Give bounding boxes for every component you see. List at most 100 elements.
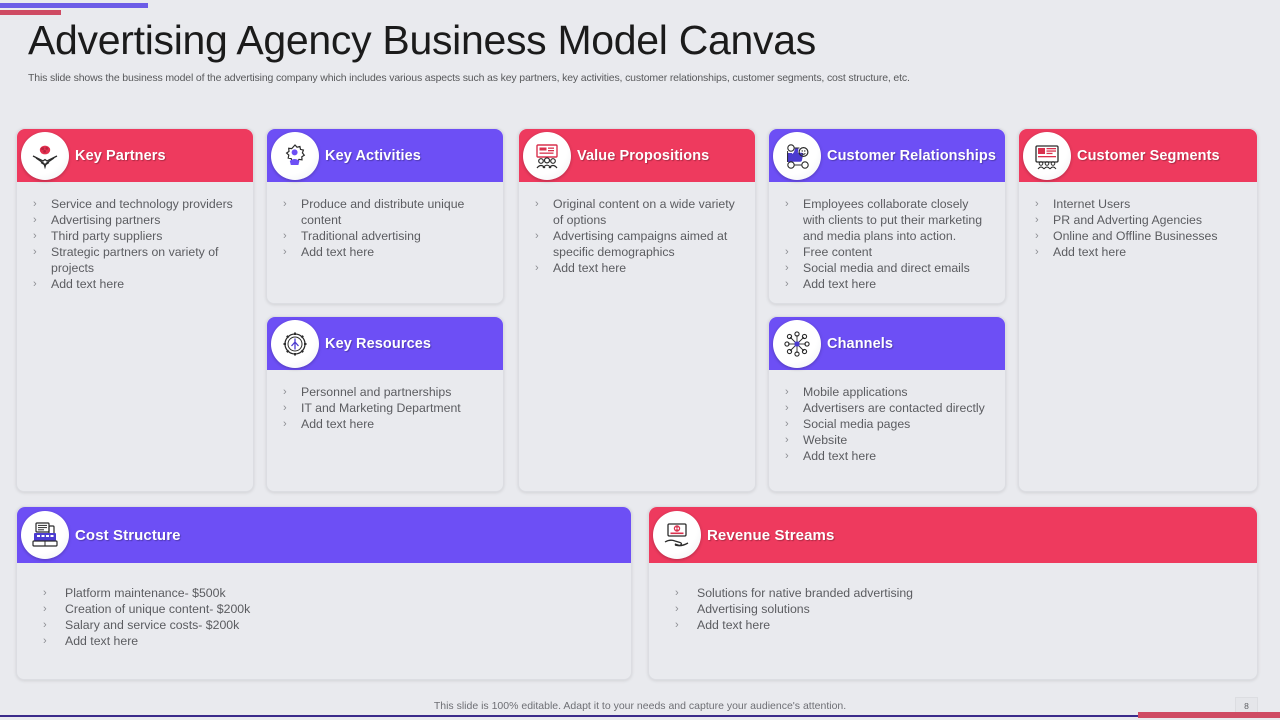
card-customer-segments[interactable]: Customer Segments ›Internet Users ›PR an… <box>1018 128 1258 492</box>
list-item-text: Advertising partners <box>51 213 161 227</box>
list-item: ›Add text here <box>535 260 743 276</box>
canvas-column-customer-segments: Customer Segments ›Internet Users ›PR an… <box>1018 128 1258 492</box>
header-accent-line-crimson <box>0 10 61 15</box>
card-body-revenue-streams: › Solutions for native branded advertisin… <box>649 563 1257 643</box>
list-item: › Add text here <box>33 276 241 292</box>
list-item: ›Add text here <box>785 448 993 464</box>
network-nodes-icon <box>773 319 821 368</box>
bullet-icon: › <box>33 214 37 226</box>
list-item-text: Strategic partners on variety of project… <box>51 245 219 275</box>
card-header-key-partners: Key Partners <box>17 129 253 182</box>
card-key-activities[interactable]: Key Activities › Produce and distribute u… <box>266 128 504 304</box>
bullet-icon: › <box>283 386 287 398</box>
card-revenue-streams[interactable]: Revenue Streams ›Solutions for native br… <box>648 506 1258 680</box>
thumbs-up-feedback-icon <box>773 131 821 180</box>
list-item-text: Employees collaborate closely with clien… <box>803 197 983 243</box>
handshake-partners-icon <box>21 131 69 180</box>
list-item-text: Add text here <box>1053 245 1127 259</box>
audience-group-icon <box>1023 131 1071 180</box>
bullet-list-cost-structure: ›Platform maintenance- $500k ›Creation o… <box>43 585 619 649</box>
list-item: ›Service and technology providers <box>33 196 241 212</box>
bullet-icon: › <box>33 230 37 242</box>
card-title-cost-structure: Cost Structure <box>75 526 181 544</box>
bullet-icon: › <box>785 434 789 446</box>
card-customer-relationships[interactable]: Customer Relationships ›Employees collab… <box>768 128 1006 304</box>
list-item: ›Employees collaborate closely with clie… <box>785 196 993 244</box>
bullet-icon: › <box>785 418 789 430</box>
list-item-text: Solutions for native branded advertising <box>697 586 914 600</box>
cash-register-icon <box>21 511 69 559</box>
presentation-audience-icon <box>523 131 571 180</box>
bullet-icon: › <box>535 198 539 210</box>
card-body-key-partners: ›Service and technology providers ›Adver… <box>17 182 253 302</box>
list-item-text: Add text here <box>301 417 375 431</box>
bullet-icon: › <box>535 230 539 242</box>
list-item-text: Social media and direct emails <box>803 261 970 275</box>
bullet-icon: › <box>33 278 37 290</box>
bullet-list-key-activities: › Produce and distribute unique content ›… <box>283 196 491 260</box>
card-key-partners[interactable]: Key Partners ›Service and technology pro… <box>16 128 254 492</box>
list-item-text: Traditional advertising <box>301 229 421 243</box>
card-title-key-partners: Key Partners <box>75 147 166 164</box>
gear-person-icon <box>271 131 319 180</box>
bullet-icon: › <box>1035 246 1039 258</box>
list-item-text: Website <box>803 433 848 447</box>
canvas-column-value-propositions: Value Propositions ›Original content on … <box>518 128 756 492</box>
header-accent-line-purple <box>0 3 148 8</box>
bullet-icon: › <box>283 230 287 242</box>
list-item-text: Mobile applications <box>803 385 908 399</box>
list-item-text: Produce and distribute unique content <box>301 197 465 227</box>
page-subtitle: This slide shows the business model of t… <box>28 72 910 84</box>
bullet-icon: › <box>43 603 47 615</box>
bullet-icon: › <box>1035 230 1039 242</box>
bullet-icon: › <box>283 402 287 414</box>
list-item-text: Advertising solutions <box>697 602 810 616</box>
bullet-list-value-propositions: ›Original content on a wide variety of o… <box>535 196 743 276</box>
list-item: ›Personnel and partnerships <box>283 384 491 400</box>
list-item: ›Advertisers are contacted directly <box>785 400 993 416</box>
list-item-text: Add text here <box>65 634 139 648</box>
list-item: ›Online and Offline Businesses <box>1035 228 1245 244</box>
card-key-resources[interactable]: Key Resources ›Personnel and partnership… <box>266 316 504 492</box>
bullet-list-channels: › Mobile applications ›Advertisers are co… <box>785 384 993 464</box>
bullet-icon: › <box>283 198 287 210</box>
canvas-column-key-activities: Key Activities › Produce and distribute u… <box>266 128 504 492</box>
canvas-column-key-partners: Key Partners ›Service and technology pro… <box>16 128 254 492</box>
card-body-cost-structure: ›Platform maintenance- $500k ›Creation o… <box>17 563 631 659</box>
card-header-customer-segments: Customer Segments <box>1019 129 1257 182</box>
list-item-text: Platform maintenance- $500k <box>65 586 226 600</box>
business-model-canvas-grid: Key Partners ›Service and technology pro… <box>16 128 1258 492</box>
list-item: ›Free content <box>785 244 993 260</box>
bullet-icon: › <box>785 450 789 462</box>
bullet-icon: › <box>675 603 679 615</box>
bullet-icon: › <box>43 587 47 599</box>
bullet-icon: › <box>283 246 287 258</box>
list-item: ›Add text here <box>785 276 993 292</box>
footer-note: This slide is 100% editable. Adapt it to… <box>433 700 847 712</box>
card-channels[interactable]: Channels ›Mobile applications ›Advertise… <box>768 316 1006 492</box>
bullet-icon: › <box>43 635 47 647</box>
bullet-icon: › <box>283 418 287 430</box>
list-item-text: PR and Adverting Agencies <box>1053 213 1203 227</box>
list-item-text: Add text here <box>51 277 125 291</box>
card-header-key-activities: Key Activities <box>267 129 503 182</box>
list-item-text: Advertising campaigns aimed at specific … <box>553 229 728 259</box>
bullet-icon: › <box>785 386 789 398</box>
bullet-list-customer-segments: ›Internet Users ›PR and Adverting Agenci… <box>1035 196 1245 260</box>
list-item-text: IT and Marketing Department <box>301 401 461 415</box>
card-body-key-activities: › Produce and distribute unique content ›… <box>267 182 503 270</box>
card-value-propositions[interactable]: Value Propositions ›Original content on … <box>518 128 756 492</box>
bullet-list-customer-relationships: › Employees collaborate closely with clie… <box>785 196 993 292</box>
bullet-icon: › <box>1035 214 1039 226</box>
list-item: ›Internet Users <box>1035 196 1245 212</box>
list-item: › IT and Marketing Department <box>283 400 491 416</box>
bullet-list-key-resources: ›Personnel and partnerships › IT and Mark… <box>283 384 491 432</box>
bullet-icon: › <box>785 278 789 290</box>
list-item-text: Add text here <box>697 618 771 632</box>
list-item-text: Internet Users <box>1053 197 1131 211</box>
list-item-text: Service and technology providers <box>51 197 233 211</box>
page-title: Advertising Agency Business Model Canvas <box>28 17 816 63</box>
card-title-value-propositions: Value Propositions <box>577 147 710 164</box>
list-item: › Produce and distribute unique content <box>283 196 491 228</box>
card-cost-structure[interactable]: Cost Structure › Platform maintenance- $5… <box>16 506 632 680</box>
